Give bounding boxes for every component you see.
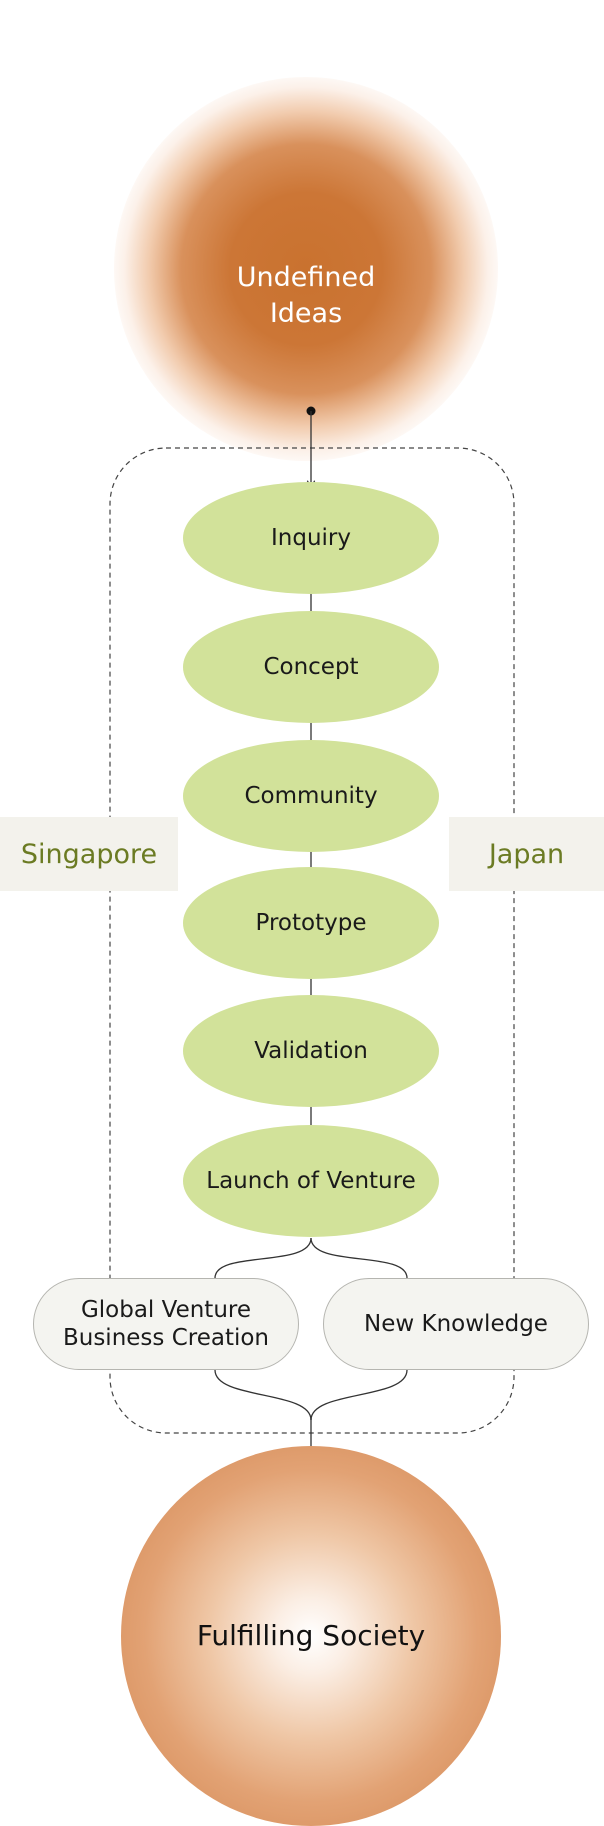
- merge-curve-left: [214, 1369, 312, 1421]
- output-global-venture-business-creation: Global Venture Business Creation: [33, 1278, 299, 1370]
- split-curve-left: [214, 1237, 312, 1279]
- region-label-japan: Japan: [449, 817, 604, 891]
- stage-label: Validation: [254, 1038, 368, 1064]
- stage-label: Prototype: [255, 910, 367, 936]
- split-curve-right: [310, 1237, 408, 1279]
- undefined-ideas-label: Undefined Ideas: [236, 262, 376, 329]
- stage-community: Community: [183, 740, 439, 852]
- region-text: Japan: [488, 838, 565, 870]
- region-frame: [109, 447, 515, 1434]
- output-label: Global Venture Business Creation: [62, 1297, 270, 1351]
- stage-prototype: Prototype: [183, 867, 439, 979]
- stage-concept: Concept: [183, 611, 439, 723]
- stage-label: Community: [244, 783, 378, 809]
- region-label-singapore: Singapore: [0, 817, 178, 891]
- merge-curve-right: [310, 1369, 408, 1421]
- undefined-ideas-glow: [114, 77, 498, 461]
- stage-label: Inquiry: [271, 525, 351, 551]
- fulfilling-society-circle: [121, 1446, 501, 1826]
- output-new-knowledge: New Knowledge: [323, 1278, 589, 1370]
- region-text: Singapore: [20, 838, 158, 870]
- stage-label: Concept: [263, 654, 359, 680]
- stage-label: Launch of Venture: [206, 1168, 416, 1194]
- stage-launch-of-venture: Launch of Venture: [183, 1125, 439, 1237]
- stage-validation: Validation: [183, 995, 439, 1107]
- stage-inquiry: Inquiry: [183, 482, 439, 594]
- fulfilling-society-label: Fulfilling Society: [196, 1619, 426, 1652]
- output-label: New Knowledge: [364, 1311, 548, 1337]
